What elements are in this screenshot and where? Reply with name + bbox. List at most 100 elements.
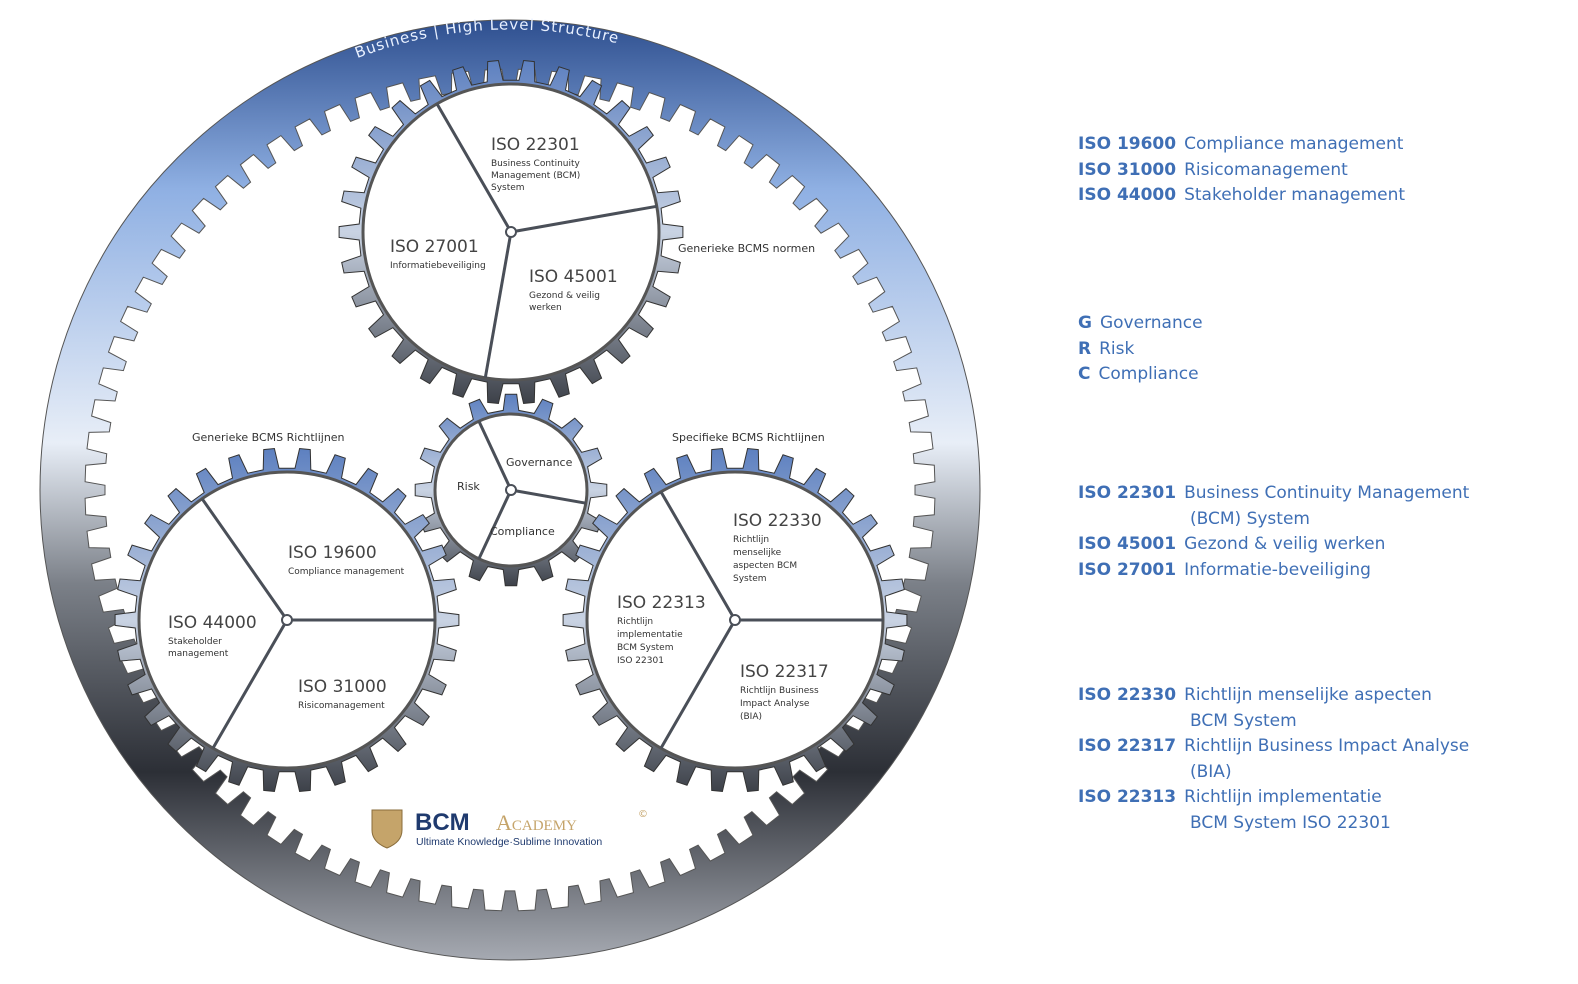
svg-text:System: System: [733, 574, 767, 584]
legend-code: C: [1078, 364, 1091, 384]
legend-code: ISO 45001: [1078, 534, 1177, 554]
segment-iso-22301: ISO 22301 Business Continuity Management…: [491, 135, 581, 193]
legend-text: Risk: [1099, 338, 1135, 359]
svg-text:Compliance management: Compliance management: [288, 567, 405, 577]
svg-text:ISO 22301: ISO 22301: [617, 656, 664, 666]
legend-row: ISO 45001 Gezond & veilig werken: [1078, 532, 1469, 558]
legend-row: ISO 22313 Richtlijn implementatie: [1078, 785, 1469, 811]
legend-row: ISO 22301 Business Continuity Management: [1078, 481, 1469, 507]
svg-text:Management (BCM): Management (BCM): [491, 171, 580, 181]
svg-text:ISO 45001: ISO 45001: [529, 267, 618, 287]
legend-code: R: [1078, 338, 1092, 359]
svg-text:Gezond & veilig: Gezond & veilig: [529, 291, 600, 301]
segment-risk: Risk: [457, 480, 480, 493]
svg-text:BCM System: BCM System: [617, 643, 674, 653]
legend-text: Stakeholder management: [1184, 185, 1406, 205]
segment-compliance: Compliance: [490, 525, 555, 538]
legend-code: ISO 22313: [1078, 787, 1177, 807]
legend-text: Gezond & veilig werken: [1184, 534, 1386, 554]
svg-text:ISO 31000: ISO 31000: [298, 677, 387, 697]
svg-text:(BIA): (BIA): [740, 712, 762, 722]
segment-iso-45001: ISO 45001 Gezond & veilig werken: [529, 267, 618, 313]
outer-ring-gear: [39, 19, 981, 961]
svg-text:ISO 19600: ISO 19600: [288, 543, 377, 563]
ring-teeth: [39, 19, 981, 961]
svg-text:Richtlijn Business: Richtlijn Business: [740, 686, 819, 696]
legend-text-continued: (BIA): [1190, 761, 1232, 782]
segment-iso-19600: ISO 19600 Compliance management: [288, 543, 405, 577]
legend-text: Richtlijn menselijke aspecten: [1184, 685, 1432, 705]
legend-text: Compliance: [1098, 364, 1199, 384]
segment-iso-22317: ISO 22317 Richtlijn Business Impact Anal…: [740, 662, 829, 722]
top-gear-label: Generieke BCMS normen: [678, 242, 815, 255]
svg-text:ISO 22317: ISO 22317: [740, 662, 829, 682]
legend-code: G: [1078, 313, 1092, 333]
gear-spoke: [510, 488, 587, 505]
segment-iso-27001: ISO 27001 Informatiebeveiliging: [390, 237, 486, 271]
svg-text:Risicomanagement: Risicomanagement: [298, 701, 385, 711]
svg-text:ISO 22301: ISO 22301: [491, 135, 580, 155]
gear-spoke: [211, 619, 289, 749]
gear-hub: [505, 484, 517, 496]
legend-code: ISO 22301: [1078, 483, 1177, 503]
left-gear-label: Generieke BCMS Richtlijnen: [192, 431, 345, 444]
svg-text:ISO 27001: ISO 27001: [390, 237, 479, 257]
segment-iso-44000: ISO 44000 Stakeholder management: [168, 613, 257, 659]
gear-spoke: [477, 420, 513, 491]
svg-text:management: management: [168, 649, 229, 659]
legend-text: Governance: [1099, 313, 1203, 333]
center-gear: [414, 393, 608, 587]
legend-text-continued: BCM System: [1190, 710, 1297, 731]
legend-code: ISO 22317: [1078, 736, 1177, 756]
svg-text:menselijke: menselijke: [733, 548, 782, 558]
legend-text: Business Continuity Management: [1184, 483, 1470, 503]
legend-row: R Risk: [1078, 337, 1203, 363]
svg-text:Stakeholder: Stakeholder: [168, 637, 222, 647]
legend-row: G Governance: [1078, 311, 1203, 337]
legend-bcms-standards: ISO 22301 Business Continuity Management (…: [1078, 481, 1469, 583]
legend-code: ISO 19600: [1078, 134, 1177, 154]
legend-row: ISO 19600 Compliance management: [1078, 132, 1405, 158]
legend-text: Richtlijn Business Impact Analyse: [1184, 736, 1470, 756]
svg-text:Academy: Academy: [496, 810, 577, 835]
gear-hub: [505, 226, 517, 238]
svg-text:©: ©: [638, 809, 648, 820]
left-gear: [114, 447, 460, 793]
legend-row: ISO 31000 Risicomanagement: [1078, 158, 1405, 184]
right-gear-label: Specifieke BCMS Richtlijnen: [672, 431, 825, 444]
svg-text:werken: werken: [529, 303, 562, 313]
gear-spoke: [659, 619, 737, 749]
segment-iso-22313: ISO 22313 Richtlijn implementatie BCM Sy…: [617, 593, 706, 666]
legend-text: Compliance management: [1184, 134, 1404, 154]
segment-governance: Governance: [506, 456, 573, 469]
svg-text:ISO 22330: ISO 22330: [733, 511, 822, 531]
svg-text:Impact Analyse: Impact Analyse: [740, 699, 810, 709]
legend-code: ISO 22330: [1078, 685, 1177, 705]
legend-row: ISO 22330 Richtlijn menselijke aspecten: [1078, 683, 1469, 709]
segment-iso-22330: ISO 22330 Richtlijn menselijke aspecten …: [733, 511, 822, 584]
gear-spoke: [200, 497, 289, 621]
gear-diagram: Business | High Level Structure Generiek…: [39, 15, 981, 961]
gear-spoke: [477, 489, 513, 560]
legend-text: Richtlijn implementatie: [1184, 787, 1382, 807]
svg-text:ISO 22313: ISO 22313: [617, 593, 706, 613]
gear-spoke: [659, 491, 737, 621]
gear-spoke: [435, 103, 513, 233]
svg-text:Richtlijn: Richtlijn: [733, 535, 769, 545]
legend-text: Risicomanagement: [1184, 159, 1348, 180]
svg-text:System: System: [491, 183, 525, 193]
svg-text:aspecten BCM: aspecten BCM: [733, 561, 797, 571]
legend-row: C Compliance: [1078, 362, 1203, 388]
legend-code: ISO 31000: [1078, 159, 1177, 180]
legend-text-continued: BCM System ISO 22301: [1190, 812, 1391, 833]
legend-text: Informatie-beveiliging: [1184, 559, 1371, 580]
gear-spoke: [483, 231, 513, 379]
legend-text-continued: (BCM) System: [1190, 508, 1310, 529]
gear-hub: [281, 614, 293, 626]
gear-spoke: [510, 204, 658, 234]
